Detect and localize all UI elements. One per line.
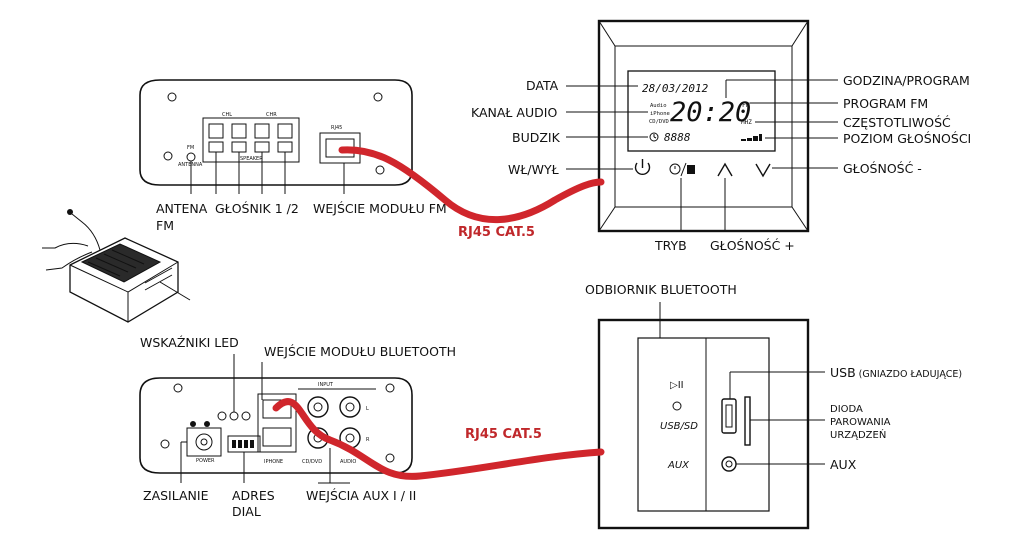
lcd-source-cddvd: CD/DVD [649, 119, 669, 125]
lcd-source-iphone: iPhone [650, 111, 670, 117]
chl-mark: CHL [222, 112, 232, 118]
led-indicators-label: WSKAŹNIKI LED [140, 335, 239, 350]
clock-program-label: GODZINA/PROGRAM [843, 73, 970, 88]
fm-program-label: PROGRAM FM [843, 96, 928, 111]
bt-control-panel: ▷II USB/SD AUX [597, 318, 810, 530]
amplifier-sketch [42, 209, 191, 323]
volume-up-label: GŁOŚNOŚĆ + [710, 238, 795, 253]
usb-sd-mark: USB/SD [660, 421, 698, 432]
top-rj45-cable [338, 146, 605, 223]
l-mark: L [366, 406, 369, 412]
lcd-source-audio: Audio [650, 103, 667, 109]
volume-bars-icon [741, 134, 762, 141]
aux-inputs-label: WEJŚCIA AUX I / II [306, 488, 416, 503]
speaker-mark: SPEAKER [240, 156, 263, 162]
power-supply-label: ZASILANIE [143, 488, 209, 503]
speakers-label: GŁOŚNIK 1 /2 [215, 201, 299, 216]
fm-amplifier: CHL CHR SPEAKER RJ45 FM ANTENNA [139, 79, 413, 186]
audio-channel-label: KANAŁ AUDIO [471, 105, 557, 120]
bottom-cable-label: RJ45 CAT.5 [465, 427, 542, 442]
bt-module-input-label: WEJŚCIE MODUŁU BLUETOOTH [264, 344, 456, 359]
iphone-mark: IPHONE [264, 459, 283, 465]
mode-label: TRYB [654, 238, 687, 253]
frequency-label: CZĘSTOTLIWOŚĆ [843, 115, 951, 130]
antenna-mark: ANTENNA [178, 162, 203, 168]
chr-mark: CHR [266, 112, 277, 118]
alarm-label: BUDZIK [512, 130, 561, 145]
play-pause-mark: ▷II [670, 380, 684, 391]
alarm-clock-icon [649, 132, 659, 142]
fm-control-panel: 28/03/2012 Audio iPhone CD/DVD 20:20 FM … [597, 19, 810, 233]
lcd-mhz: MHZ [741, 119, 752, 126]
lcd-time: 20:20 [670, 97, 751, 128]
power-label: WŁ/WYŁ [508, 162, 559, 177]
usb-label: USB(GNIAZDO ŁADUJĄCE) [830, 365, 962, 380]
date-label: DATA [526, 78, 559, 93]
top-cable-label: RJ45 CAT.5 [458, 225, 535, 240]
fm-mark: FM [187, 145, 194, 151]
alarm-mode-button-icon[interactable] [669, 162, 695, 177]
volume-down-label: GŁOŚNOŚĆ - [843, 161, 922, 176]
cddvd-mark: CD/DVD [302, 459, 322, 465]
bottom-rj45-cable [272, 398, 605, 480]
volume-down-button-icon[interactable] [755, 163, 771, 178]
power-mark: POWER [196, 458, 215, 464]
power-button-icon[interactable] [634, 159, 651, 175]
lcd-date: 28/03/2012 [642, 82, 709, 95]
sd-slot-icon [744, 396, 751, 446]
fm-module-input-label: WEJŚCIE MODUŁU FM [313, 201, 447, 216]
volume-level-label: POZIOM GŁOŚNOŚCI [843, 131, 971, 146]
r-mark: R [366, 437, 370, 443]
lcd-alarm: 8888 [664, 131, 691, 144]
bt-receiver-label: ODBIORNIK BLUETOOTH [585, 282, 737, 297]
audio-mark: AUDIO [340, 459, 356, 465]
lcd-fm: FM [742, 101, 750, 109]
aux-mark: AUX [667, 460, 690, 471]
volume-up-button-icon[interactable] [717, 162, 733, 177]
rj45-mark: RJ45 [331, 125, 342, 131]
aux-label: AUX [830, 457, 857, 472]
usb-port-icon[interactable] [721, 398, 737, 434]
input-mark: INPUT [318, 382, 334, 388]
pairing-led-icon [672, 401, 682, 411]
